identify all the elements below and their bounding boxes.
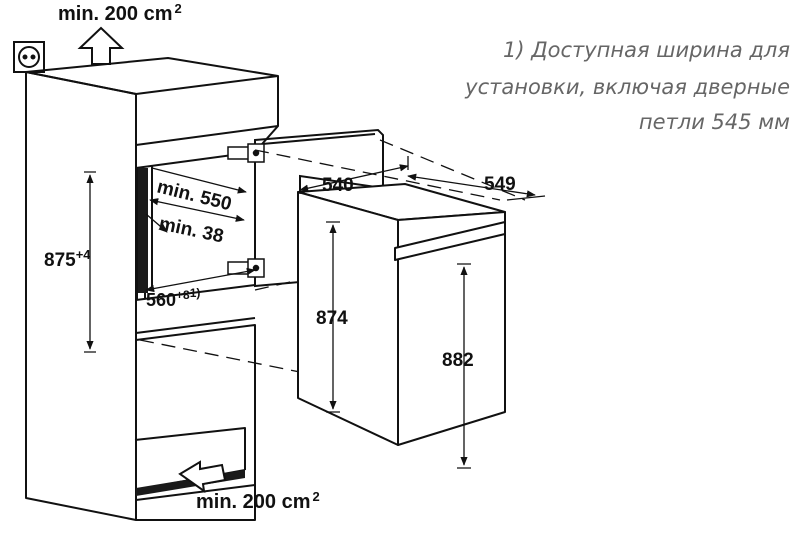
airflow-arrow-bottom-icon	[178, 460, 227, 494]
min-gap-label: min. 38	[157, 213, 225, 247]
power-socket-icon	[13, 41, 45, 73]
footnote-line-1: 1) Доступная ширина для	[502, 38, 790, 62]
niche-height-label: 875+4	[44, 247, 91, 271]
fridge-height-label: 874	[316, 308, 348, 329]
door-height-label: 882	[442, 350, 474, 371]
kitchen-cabinet	[25, 57, 279, 521]
niche-width-label: 560+81)	[146, 286, 200, 310]
refrigerator	[297, 183, 506, 446]
airflow-arrow-top-icon	[77, 26, 125, 65]
door-hinge-top	[227, 143, 265, 163]
footnote-line-2: установки, включая дверные	[465, 75, 790, 99]
fridge-width-label: 549	[484, 174, 516, 195]
vent-grille-top	[138, 168, 148, 293]
fridge-depth-label: 540	[322, 175, 354, 196]
footnote-line-3: петли 545 мм	[638, 110, 790, 134]
dimension-lines	[84, 156, 546, 469]
